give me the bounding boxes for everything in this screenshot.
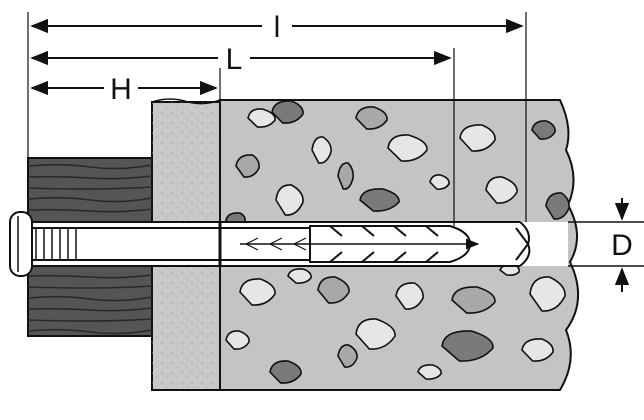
aggregate-stone (395, 282, 424, 310)
wood-grain-line (27, 186, 153, 190)
dimension-H: H (30, 73, 218, 106)
aggregate-stone (239, 278, 276, 306)
wood-grain-line (27, 318, 153, 322)
aggregate-stone (355, 106, 388, 130)
aggregate-stone (451, 286, 496, 314)
aggregate-stone (545, 192, 570, 220)
screw-thread-near-head (35, 228, 77, 260)
label-anchor-length: L (226, 43, 243, 76)
dimension-l: l (30, 11, 524, 44)
aggregate-stone (247, 108, 276, 128)
dimension-L: L (30, 43, 452, 76)
aggregate-stone (235, 154, 260, 178)
aggregate-stone (275, 184, 304, 216)
plaster-top-edge (151, 98, 221, 105)
aggregate-stone (271, 100, 304, 124)
aggregate-stone (441, 330, 494, 362)
wood-grain-line (27, 163, 153, 170)
wood-grain-line (27, 175, 153, 180)
label-overall-length: l (274, 11, 281, 44)
wood-grain-line (27, 274, 153, 279)
label-diameter: D (611, 229, 633, 262)
aggregate-stone (459, 124, 496, 152)
aggregate-stone (417, 364, 442, 380)
aggregate-stone (529, 276, 566, 312)
hole-cone (515, 227, 530, 261)
screw-tip-fins (245, 237, 307, 251)
aggregate-stone (311, 136, 332, 164)
aggregate-stone (225, 330, 250, 350)
aggregate-stone (429, 174, 450, 190)
aggregate-stone (359, 188, 400, 212)
sleeve-barbs (329, 225, 439, 263)
anchor-assembly (9, 211, 530, 277)
concrete-aggregate-stones (225, 100, 570, 384)
wood-grain-line (27, 307, 153, 312)
label-fixture-thickness: H (110, 73, 132, 106)
hole-edges (28, 221, 520, 267)
aggregate-stone (387, 134, 428, 162)
aggregate-stone (485, 176, 518, 204)
wood-grain-line (27, 295, 153, 302)
wood-grain-line (27, 328, 153, 335)
aggregate-stone (269, 360, 302, 384)
wood-grain-line (27, 208, 153, 213)
wood-grain (27, 163, 153, 335)
wood-grain-line (27, 196, 153, 203)
aggregate-stone (337, 344, 358, 368)
aggregate-stone (287, 268, 312, 284)
aggregate-stone (317, 276, 350, 304)
dimension-annotations: l L H D (27, 11, 644, 292)
screw-head (9, 211, 33, 277)
dimension-D: D (568, 198, 644, 292)
aggregate-stone (355, 318, 396, 350)
aggregate-stone (337, 162, 354, 190)
aggregate-stone (521, 338, 554, 362)
wood-grain-line (27, 285, 153, 289)
aggregate-stone (531, 120, 556, 140)
